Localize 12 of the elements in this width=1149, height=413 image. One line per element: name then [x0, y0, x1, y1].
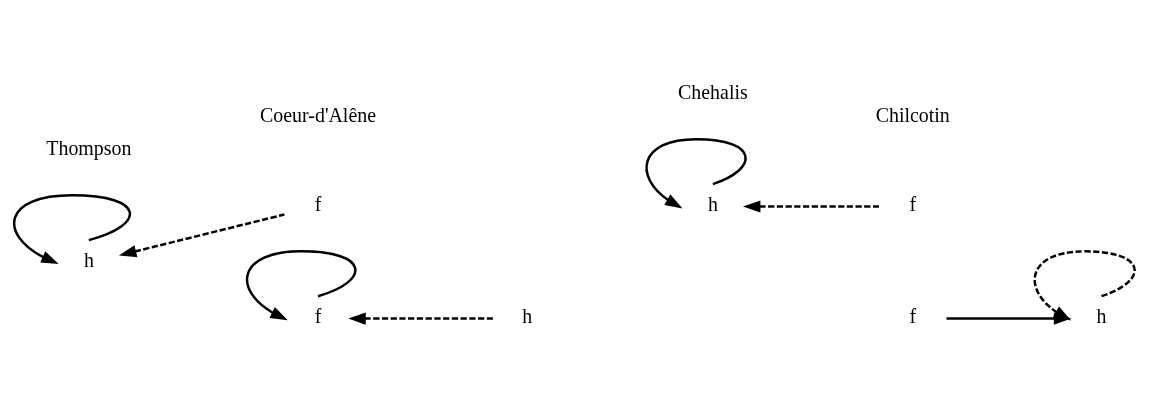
- node-text: f: [909, 305, 917, 328]
- node-text: h: [522, 305, 533, 328]
- node-text: f: [314, 305, 322, 328]
- node-text: f: [909, 193, 917, 216]
- label: Chehalis: [678, 81, 748, 104]
- node-text: h: [1096, 305, 1107, 328]
- node-text: h: [707, 193, 718, 216]
- node-text: f: [314, 193, 322, 216]
- label: Thompson: [46, 137, 132, 160]
- label: Chilcotin: [875, 103, 950, 126]
- label: Coeur-d'Alêne: [260, 103, 377, 126]
- node-text: h: [83, 249, 94, 272]
